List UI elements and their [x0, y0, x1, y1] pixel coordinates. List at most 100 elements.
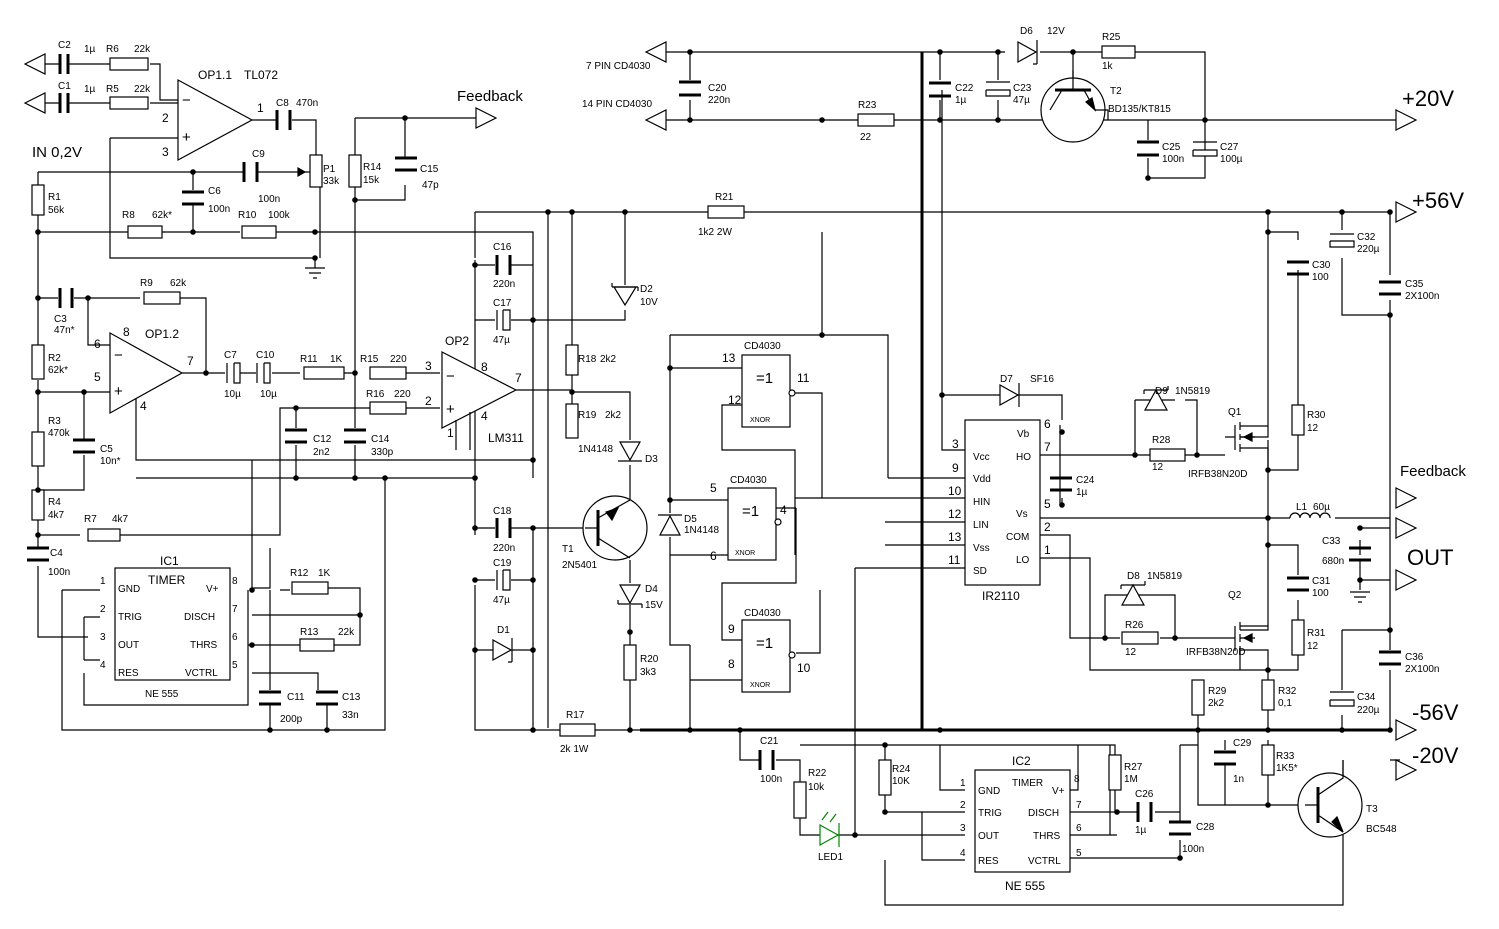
r33-val: 1K5*	[1276, 763, 1298, 774]
label-in: IN 0,2V	[32, 144, 82, 161]
r6-val: 22k	[134, 44, 151, 55]
r25-val: 1k	[1102, 61, 1114, 72]
c12-ref: C12	[313, 434, 332, 445]
ic1-pin7-name: DISCH	[184, 612, 215, 623]
r17-ref: R17	[566, 710, 585, 721]
op1-1-pin-noninv: 3	[162, 145, 169, 159]
ic1-pin3-name: OUT	[118, 640, 139, 651]
ir2110-part: IR2110	[982, 589, 1020, 603]
label-feedback-top: Feedback	[457, 88, 523, 105]
xnor-gate-1: CD4030 =1 XNOR 13 12 11	[722, 341, 810, 424]
c18-val: 220n	[493, 543, 515, 554]
c32-ref: C32	[1357, 232, 1376, 243]
r28-ref: R28	[1152, 435, 1171, 446]
c5-val: 10n*	[100, 456, 121, 467]
c6-val: 100n	[208, 204, 230, 215]
c22-ref: C22	[955, 83, 974, 94]
c5-ref: C5	[100, 444, 113, 455]
c3-val: 47n*	[54, 325, 75, 336]
capacitor-plates	[27, 54, 1401, 836]
ic1-pin7-num: 7	[232, 604, 238, 615]
c27-ref: C27	[1220, 142, 1239, 153]
op2-pin-out: 7	[515, 371, 522, 385]
ic2-pin3-num: 3	[960, 823, 966, 834]
c8-ref: C8	[276, 98, 289, 109]
c16-val: 220n	[493, 279, 515, 290]
gate2-pin-a: 5	[710, 481, 717, 495]
c23-ref: C23	[1013, 83, 1032, 94]
ir2110-pin9-name: Vdd	[973, 474, 991, 485]
op1-2-pin-vplus: 8	[123, 325, 130, 339]
ir2110-pin1-num: 1	[1044, 543, 1051, 557]
d3-val: 1N4148	[578, 444, 613, 455]
r10-val: 100k	[268, 210, 291, 221]
op1-2-minus: −	[114, 347, 123, 364]
r29-val: 2k2	[1208, 698, 1225, 709]
c10-val: 10µ	[260, 389, 277, 400]
r25-ref: R25	[1102, 32, 1121, 43]
op2-pin-gnd: 1	[447, 426, 454, 440]
op1-1-pin-inv: 2	[162, 111, 169, 125]
ir2110-pin6-name: Vb	[1017, 429, 1030, 440]
d1-ref: D1	[497, 625, 510, 636]
ic2-title: TIMER	[1012, 778, 1043, 789]
r32-ref: R32	[1278, 686, 1297, 697]
led1-ref: LED1	[818, 852, 843, 863]
d7-val: SF16	[1030, 374, 1054, 385]
r15-val: 220	[390, 354, 407, 365]
ic2-pin2-name: TRIG	[978, 808, 1002, 819]
c19-val: 47µ	[493, 595, 510, 606]
label-feedback-right: Feedback	[1400, 463, 1466, 480]
label-out: OUT	[1407, 545, 1453, 570]
d9-ref: D9	[1155, 386, 1168, 397]
t2-val: BD135/KT815	[1108, 104, 1171, 115]
label-pin14: 14 PIN CD4030	[582, 99, 652, 110]
c25-val: 100n	[1162, 154, 1184, 165]
r12-ref: R12	[290, 568, 309, 579]
bus-wires	[640, 52, 1390, 732]
ir2110-pin9-num: 9	[952, 461, 959, 475]
ic2-pin3-name: OUT	[978, 831, 999, 842]
r8-ref: R8	[122, 210, 135, 221]
ic2-pin6-num: 6	[1076, 823, 1082, 834]
r9-val: 62k	[170, 278, 187, 289]
op1-2-pin-out: 7	[187, 354, 194, 368]
op1-1-minus: −	[182, 92, 191, 109]
c35-val: 2X100n	[1405, 291, 1439, 302]
c24-val: 1µ	[1076, 487, 1088, 498]
gate-output-bubbles	[774, 389, 796, 659]
r33-ref: R33	[1276, 751, 1295, 762]
r9-ref: R9	[140, 278, 153, 289]
label-v-m20: -20V	[1412, 743, 1459, 768]
opamp-bodies	[109, 78, 518, 450]
op1-2-pin-inv: 6	[94, 337, 101, 351]
ir2110-pin13-num: 13	[948, 530, 962, 544]
r2-ref: R2	[48, 353, 61, 364]
label-v-p20: +20V	[1402, 86, 1454, 111]
r31-val: 12	[1307, 641, 1319, 652]
c2-ref: C2	[58, 40, 71, 51]
wires	[37, 51, 1400, 906]
r1-ref: R1	[48, 192, 61, 203]
gate2-pin-b: 6	[710, 549, 717, 563]
op1-1-plus: +	[182, 129, 191, 146]
ic2-pin7-num: 7	[1076, 800, 1082, 811]
ic1-ref: IC1	[160, 554, 179, 568]
gate2-sub: XNOR	[735, 550, 755, 557]
r3-ref: R3	[48, 416, 61, 427]
c13-ref: C13	[342, 692, 361, 703]
op1-2-name: OP1.2	[145, 327, 179, 341]
ic1-pin3-num: 3	[100, 632, 106, 643]
ic1-pin1-num: 1	[100, 576, 106, 587]
c7-val: 10µ	[224, 389, 241, 400]
r1-val: 56k	[48, 205, 65, 216]
q1-val: IRFB38N20D	[1188, 469, 1247, 480]
q2-ref: Q2	[1228, 590, 1242, 601]
r24-val: 10K	[892, 776, 910, 787]
l1-ref: L1	[1296, 502, 1308, 513]
op2-minus: −	[446, 368, 455, 385]
gate1-type: CD4030	[744, 341, 781, 352]
c20-val: 220n	[708, 95, 730, 106]
t1-val: 2N5401	[562, 560, 597, 571]
c31-ref: C31	[1312, 576, 1331, 587]
